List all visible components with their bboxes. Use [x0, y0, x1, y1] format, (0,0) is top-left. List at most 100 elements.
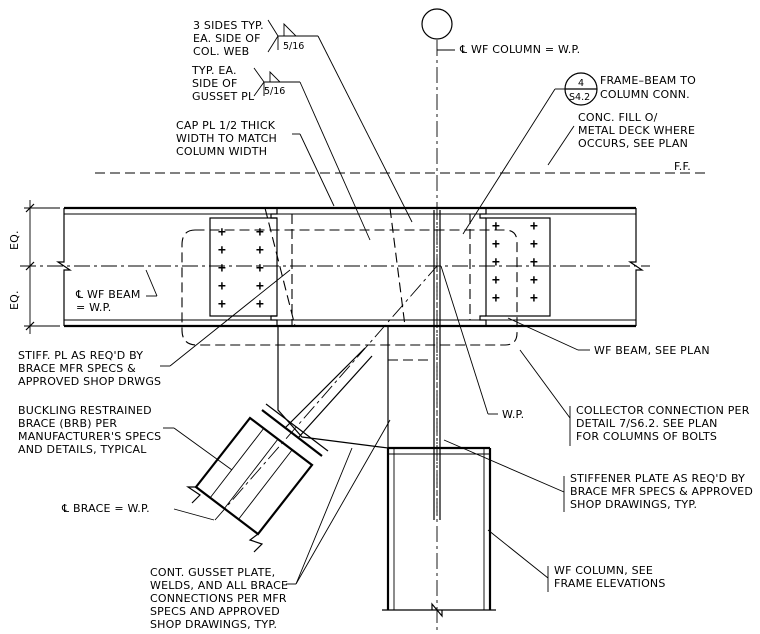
svg-text:FRAME ELEVATIONS: FRAME ELEVATIONS [554, 577, 666, 590]
cap-plate-note: CAP PL 1/2 THICK WIDTH TO MATCH COLUMN W… [176, 119, 335, 207]
svg-text:℄ BRACE = W.P.: ℄ BRACE = W.P. [61, 502, 150, 515]
bolt: + [256, 279, 264, 294]
column-grid-bubble [421, 8, 453, 40]
svg-text:CONT. GUSSET PLATE,: CONT. GUSSET PLATE, [150, 566, 275, 579]
svg-text:= W.P.: = W.P. [76, 301, 111, 314]
bolt: + [492, 255, 500, 270]
column-cl-note: ℄ WF COLUMN = W.P. [437, 43, 580, 56]
svg-text:FRAME–BEAM TO: FRAME–BEAM TO [600, 74, 696, 87]
collector-outline [181, 229, 518, 346]
svg-text:5/16: 5/16 [264, 86, 285, 97]
svg-text:5/16: 5/16 [283, 41, 304, 52]
svg-text:WF BEAM, SEE PLAN: WF BEAM, SEE PLAN [594, 344, 710, 357]
svg-text:COLUMN WIDTH: COLUMN WIDTH [176, 145, 267, 158]
eq-label-bottom: EQ. [8, 290, 21, 310]
svg-text:CONNECTIONS PER MFR: CONNECTIONS PER MFR [150, 592, 287, 605]
brace-centerline [214, 265, 438, 521]
shear-plate-left [209, 217, 278, 317]
svg-text:WF COLUMN, SEE: WF COLUMN, SEE [554, 564, 653, 577]
svg-text:WIDTH TO MATCH: WIDTH TO MATCH [176, 132, 277, 145]
eq-dimension [24, 200, 60, 334]
svg-text:CONC. FILL O/: CONC. FILL O/ [578, 111, 658, 124]
svg-text:S4.2: S4.2 [569, 92, 590, 103]
svg-text:BUCKLING RESTRAINED: BUCKLING RESTRAINED [18, 404, 152, 417]
svg-text:SPECS AND APPROVED: SPECS AND APPROVED [150, 605, 280, 618]
column-cap-flanges [277, 206, 486, 328]
bolt: + [530, 273, 538, 288]
bolt: + [256, 297, 264, 312]
svg-text:DETAIL 7/S6.2. SEE PLAN: DETAIL 7/S6.2. SEE PLAN [576, 417, 718, 430]
bolt: + [256, 243, 264, 258]
svg-text:GUSSET PL: GUSSET PL [192, 90, 255, 103]
bolt-group-left: + + + + + + + + + + [218, 225, 264, 312]
svg-text:COL. WEB: COL. WEB [193, 45, 249, 58]
svg-text:COLUMN CONN.: COLUMN CONN. [600, 88, 690, 101]
bolt: + [492, 291, 500, 306]
bolt: + [256, 225, 264, 240]
bolt: + [492, 237, 500, 252]
work-line-diagonal-2 [389, 207, 406, 327]
svg-text:EA. SIDE OF: EA. SIDE OF [193, 32, 261, 45]
detail-reference: 4 S4.2 FRAME–BEAM TO COLUMN CONN. [462, 72, 696, 235]
gusset-note: CONT. GUSSET PLATE, WELDS, AND ALL BRACE… [150, 419, 391, 631]
gusset-plate [277, 326, 389, 449]
wf-beam-left [56, 206, 278, 328]
svg-text:BRACE MFR SPECS &: BRACE MFR SPECS & [18, 362, 136, 375]
bolt: + [256, 261, 264, 276]
bolt: + [530, 255, 538, 270]
bolt-group-right: + + + + + + + + + + [492, 219, 538, 306]
bolt: + [218, 243, 226, 258]
svg-text:BRACE MFR SPECS & APPROVED: BRACE MFR SPECS & APPROVED [570, 485, 753, 498]
ff-label: F.F. [674, 160, 691, 173]
svg-text:FOR COLUMNS OF BOLTS: FOR COLUMNS OF BOLTS [576, 430, 717, 443]
svg-text:TYP. EA.: TYP. EA. [191, 64, 237, 77]
collector-note: COLLECTOR CONNECTION PER DETAIL 7/S6.2. … [519, 349, 750, 446]
svg-text:OCCURS, SEE PLAN: OCCURS, SEE PLAN [578, 137, 688, 150]
wf-column-below [382, 446, 496, 618]
column-web-center [433, 210, 441, 520]
conc-fill-note: CONC. FILL O/ METAL DECK WHERE OCCURS, S… [547, 111, 695, 173]
svg-text:℄ WF COLUMN = W.P.: ℄ WF COLUMN = W.P. [459, 43, 580, 56]
brb-note: BUCKLING RESTRAINED BRACE (BRB) PER MANU… [18, 404, 233, 471]
bolt: + [492, 273, 500, 288]
svg-text:MANUFACTURER'S SPECS: MANUFACTURER'S SPECS [18, 430, 161, 443]
svg-text:CAP PL 1/2 THICK: CAP PL 1/2 THICK [176, 119, 276, 132]
svg-text:W.P.: W.P. [502, 408, 524, 421]
bolt: + [218, 261, 226, 276]
wf-beam-note: WF BEAM, SEE PLAN [507, 317, 710, 357]
svg-text:SHOP DRAWINGS, TYP.: SHOP DRAWINGS, TYP. [570, 498, 697, 511]
svg-text:STIFF. PL AS REQ'D BY: STIFF. PL AS REQ'D BY [18, 349, 143, 362]
weld-symbol-gusset: TYP. EA. SIDE OF GUSSET PL 5/16 [191, 64, 371, 241]
svg-text:COLLECTOR CONNECTION PER: COLLECTOR CONNECTION PER [576, 404, 750, 417]
bolt: + [492, 219, 500, 234]
wp-note: W.P. [440, 265, 524, 421]
svg-text:AND DETAILS, TYPICAL: AND DETAILS, TYPICAL [18, 443, 147, 456]
svg-text:3 SIDES TYP.: 3 SIDES TYP. [193, 19, 264, 32]
svg-text:BRACE (BRB) PER: BRACE (BRB) PER [18, 417, 117, 430]
bolt: + [218, 297, 226, 312]
wf-column-note: WF COLUMN, SEE FRAME ELEVATIONS [487, 529, 666, 592]
buckling-restrained-brace [186, 347, 373, 553]
svg-text:SIDE OF: SIDE OF [192, 77, 238, 90]
svg-text:SHOP DRAWINGS, TYP.: SHOP DRAWINGS, TYP. [150, 618, 277, 631]
brace-cl-note: ℄ BRACE = W.P. [61, 502, 215, 521]
shear-plate-right [485, 217, 551, 317]
stiff-pl-note: STIFF. PL AS REQ'D BY BRACE MFR SPECS & … [18, 269, 291, 388]
bolt: + [218, 279, 226, 294]
stiffener-note: STIFFENER PLATE AS REQ'D BY BRACE MFR SP… [443, 439, 753, 512]
svg-text:WELDS, AND ALL BRACE: WELDS, AND ALL BRACE [150, 579, 288, 592]
work-line-diagonal [264, 207, 296, 327]
svg-text:APPROVED SHOP DRWGS: APPROVED SHOP DRWGS [18, 375, 161, 388]
svg-text:STIFFENER PLATE AS REQ'D BY: STIFFENER PLATE AS REQ'D BY [570, 472, 745, 485]
weld-symbol-column: 3 SIDES TYP. EA. SIDE OF COL. WEB 5/16 [193, 19, 413, 223]
beam-cl-note: ℄ WF BEAM = W.P. [75, 269, 158, 314]
bolt: + [218, 225, 226, 240]
bolt: + [530, 237, 538, 252]
wf-beam-right [479, 206, 644, 328]
bolt: + [530, 219, 538, 234]
bolt: + [530, 291, 538, 306]
svg-text:℄ WF BEAM: ℄ WF BEAM [75, 288, 141, 301]
svg-text:4: 4 [578, 78, 584, 89]
